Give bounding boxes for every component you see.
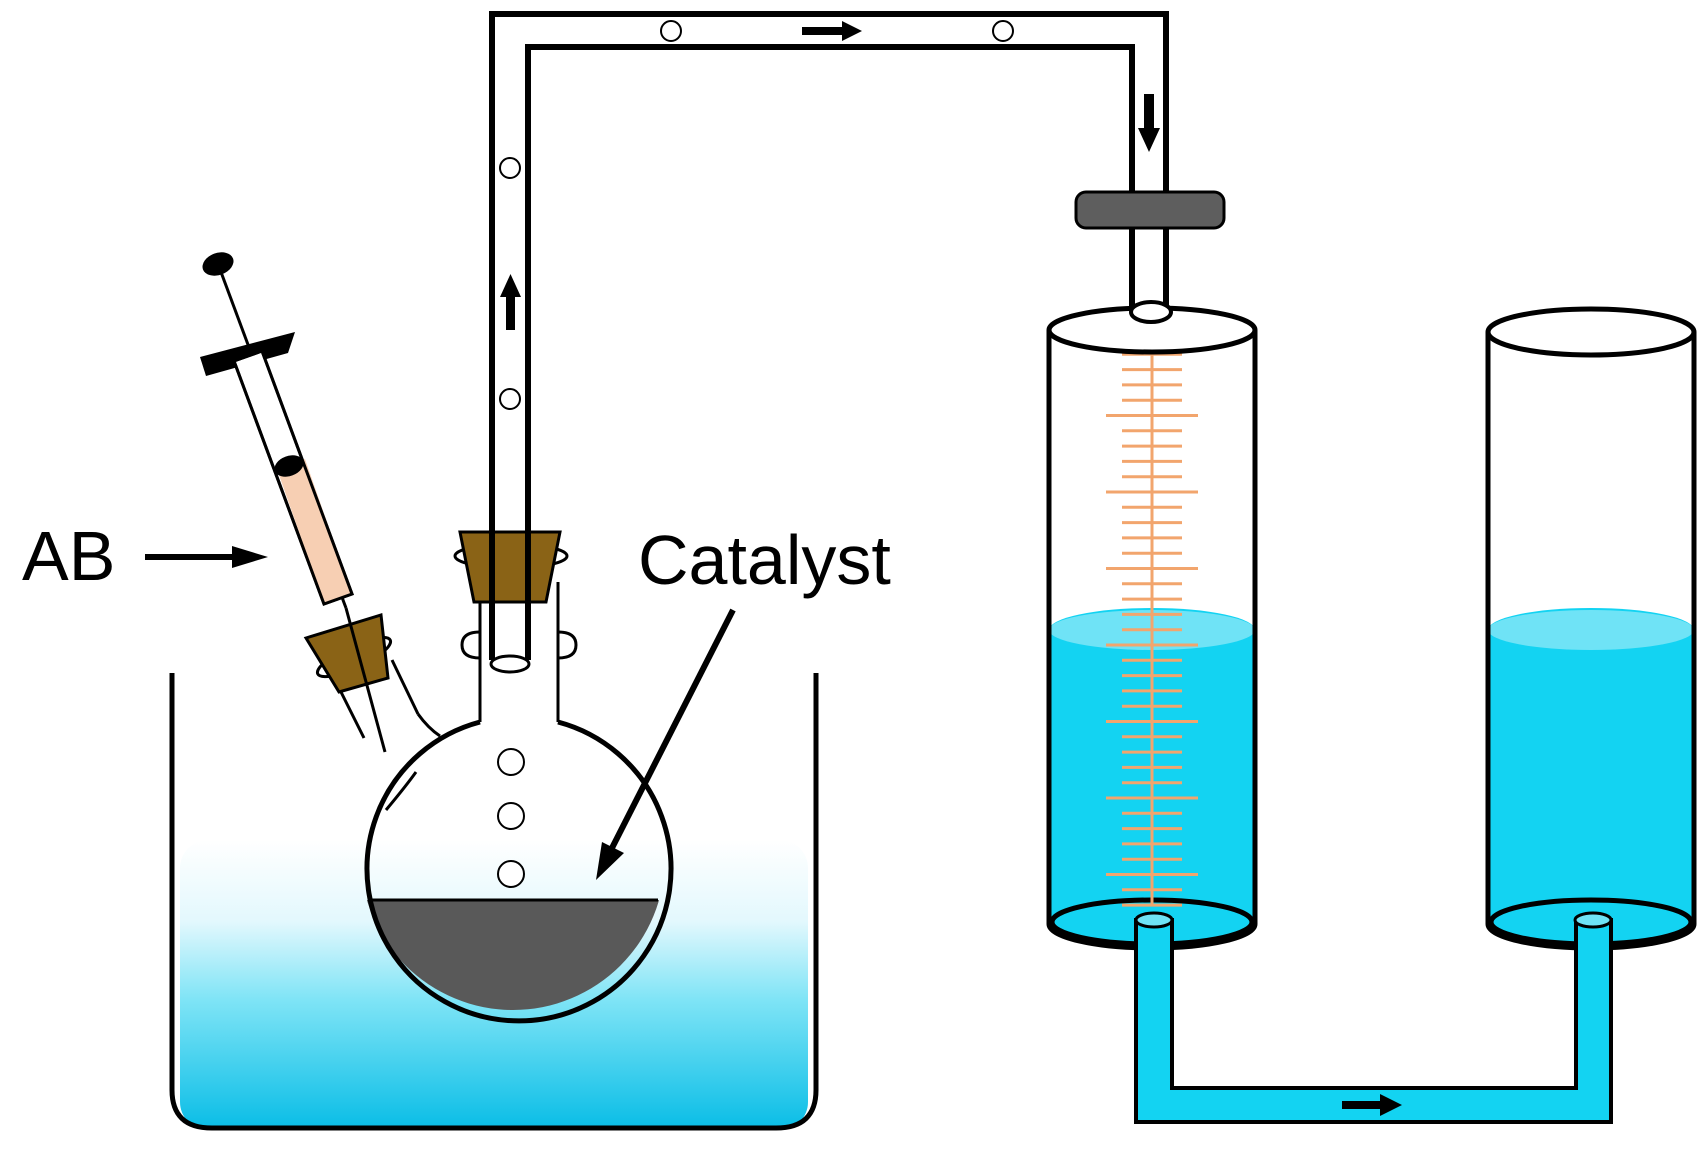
bath-outline — [169, 673, 819, 1131]
syringe-contents — [277, 459, 352, 604]
flow-arrow-icon — [500, 21, 1160, 330]
side-neck-stopper — [303, 613, 390, 694]
gas-bubble-icon — [499, 20, 1014, 410]
catalyst-pointer-arrow — [596, 608, 736, 880]
connecting-u-tube — [1134, 911, 1613, 1124]
water-reservoir — [1485, 306, 1697, 951]
flow-arrow-icon — [1342, 1094, 1402, 1116]
reservoir-water-surface — [1488, 610, 1694, 650]
tube-clamp — [1074, 190, 1226, 230]
catalyst-label: Catalyst — [638, 521, 891, 599]
delivery-tube — [489, 11, 1226, 674]
syringe — [200, 252, 387, 753]
main-neck-stopper — [458, 530, 562, 604]
reactant-pointer-arrow — [145, 546, 268, 568]
reactant-label: AB — [22, 517, 115, 595]
gas-bubble-icon — [497, 748, 525, 888]
gas-burette — [1046, 300, 1258, 951]
labels: AB Catalyst — [22, 517, 891, 880]
